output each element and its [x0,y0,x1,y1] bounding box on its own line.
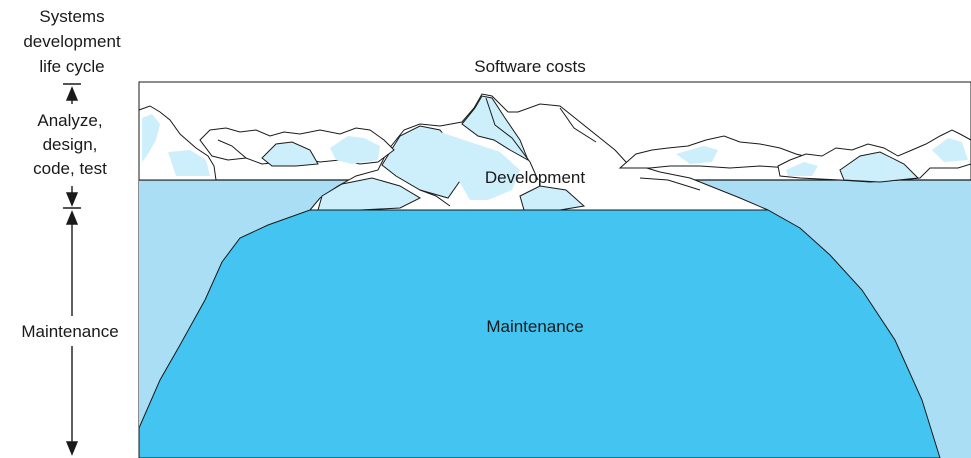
diagram-title: Software costs [474,57,586,76]
ice-facet [786,162,818,176]
ice-facet [461,95,529,162]
ice-facet [676,146,718,164]
phase-maintenance-label: Maintenance [21,322,119,341]
ice-ridge [419,189,451,207]
ice-facet [839,151,920,183]
ice-ridge [639,177,701,191]
maintenance-label: Maintenance [486,317,584,336]
ice-facet [317,177,422,211]
underwater-iceberg [138,209,941,458]
phase-analyze-line1: Analyze, [37,111,103,130]
ice-ridge [559,107,597,143]
ice-facet [168,150,210,176]
ice-ridge [485,97,539,181]
phase-arrow-top [63,83,81,209]
lifecycle-header-line3: life cycle [39,57,105,76]
phase-arrow-bottom [65,210,79,456]
ice-ridge [217,139,247,159]
ice-facet [932,138,968,162]
lifecycle-header-line2: development [23,32,121,51]
ice-facet [519,185,586,211]
ice-facet [330,136,380,164]
ice-facet [261,141,319,167]
phase-analyze-line3: code, test [33,159,107,178]
development-label: Development [484,168,586,187]
ice-facet [440,132,520,200]
ice-facet [142,114,160,162]
phase-analyze-line2: design, [42,135,98,154]
lifecycle-header-line1: Systems [39,7,105,26]
